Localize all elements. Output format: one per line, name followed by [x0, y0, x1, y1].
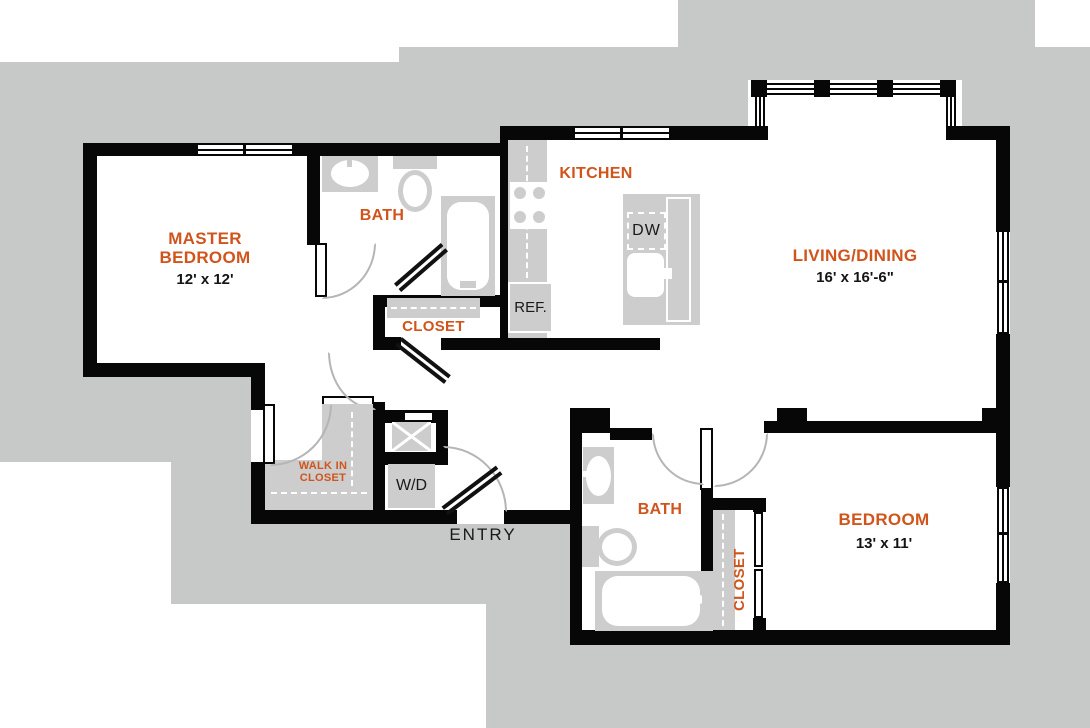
- sink-faucet: [347, 156, 352, 167]
- sliding-door: [754, 569, 763, 618]
- wall: [251, 510, 457, 524]
- sliding-door: [754, 512, 763, 567]
- building-mass: [678, 0, 1035, 47]
- bay-window-side: [755, 95, 765, 128]
- window-divider: [997, 532, 1009, 535]
- closet-rod: [351, 412, 353, 486]
- closet-shelf: [265, 460, 325, 510]
- toilet-fixture: [597, 528, 637, 566]
- utility-door: [404, 412, 433, 421]
- wall: [753, 498, 766, 512]
- room-label-kitchen: KITCHEN: [559, 165, 633, 182]
- wall: [713, 498, 763, 510]
- stove-burner: [514, 211, 526, 223]
- room-dims-living-dining: 16' x 16'-6": [816, 269, 894, 286]
- wall: [996, 433, 1010, 487]
- refrigerator: REF.: [508, 282, 553, 333]
- room-label-bath2: BATH: [637, 501, 683, 518]
- closet-rod: [391, 307, 476, 309]
- wall: [385, 452, 448, 465]
- island-sink: [627, 253, 664, 297]
- room-label-bedroom2: BEDROOM: [838, 510, 930, 529]
- wall: [570, 408, 582, 645]
- room-label-line: CLOSET: [299, 472, 347, 485]
- wall: [764, 421, 996, 433]
- wall: [777, 408, 807, 433]
- room-label-line: MASTER: [168, 229, 242, 248]
- toilet-tank: [582, 526, 599, 567]
- room-label-master-bath: BATH: [359, 207, 405, 224]
- wall: [307, 143, 320, 245]
- window-divider: [620, 127, 623, 139]
- wall: [445, 338, 660, 350]
- bathtub-basin: [602, 576, 700, 626]
- building-mass: [399, 47, 1090, 62]
- wall: [996, 334, 1010, 410]
- wall: [83, 143, 508, 156]
- window-divider: [997, 280, 1009, 283]
- stove-burner: [533, 211, 545, 223]
- wall: [441, 338, 471, 350]
- toilet-fixture: [398, 170, 432, 212]
- wall: [83, 363, 265, 377]
- bay-window-side: [946, 95, 956, 128]
- wall: [610, 428, 652, 440]
- sink-faucet: [583, 471, 592, 477]
- room-label-living-dining: LIVING/DINING: [792, 246, 918, 265]
- island-counter-edge: [666, 197, 691, 322]
- bay-window-post: [940, 80, 956, 97]
- wall: [570, 630, 1010, 645]
- stove-burner: [533, 187, 545, 199]
- wall: [251, 462, 265, 524]
- wall: [946, 126, 1010, 140]
- wall: [500, 126, 510, 350]
- dishwasher: DW: [627, 212, 666, 250]
- dishwasher-label: DW: [632, 222, 661, 239]
- wall: [436, 410, 448, 455]
- floor-area: [500, 126, 1010, 433]
- bay-window-post: [877, 80, 893, 97]
- washer-dryer: W/D: [388, 464, 435, 508]
- window-divider: [243, 144, 246, 155]
- bathtub-faucet: [460, 281, 476, 288]
- washer-dryer-label: W/D: [395, 477, 428, 494]
- bay-window: [755, 83, 956, 95]
- stove-burner: [514, 187, 526, 199]
- bay-window-post: [751, 80, 767, 97]
- island-sink-faucet: [658, 268, 672, 279]
- wall: [251, 363, 265, 410]
- room-label-walk-in-closet: WALK IN CLOSET: [283, 460, 363, 484]
- closet-rod: [271, 492, 367, 494]
- floor-area: [83, 143, 510, 377]
- closet-rod: [722, 514, 724, 626]
- toilet-tank: [393, 156, 437, 169]
- room-dims-bedroom2: 13' x 11': [855, 535, 913, 552]
- bathtub-faucet: [686, 595, 702, 604]
- wall: [373, 402, 385, 510]
- wall: [504, 510, 582, 524]
- window-bedroom: [997, 487, 1009, 583]
- wall: [996, 583, 1010, 645]
- utility-x-icon: [392, 422, 431, 451]
- room-label-master-bedroom: MASTER BEDROOM: [120, 229, 290, 267]
- closet-shelf: [713, 510, 735, 630]
- wall: [738, 126, 768, 140]
- wall: [996, 126, 1010, 232]
- wall: [83, 143, 97, 377]
- room-label-bedroom2-closet: CLOSET: [731, 548, 748, 612]
- room-dims-master-bedroom: 12' x 12': [176, 271, 234, 288]
- wall: [373, 337, 401, 350]
- room-label-entry: ENTRY: [449, 525, 517, 544]
- room-label-line: BEDROOM: [159, 247, 251, 267]
- room-label-hall-closet: CLOSET: [402, 318, 465, 335]
- wall: [373, 295, 385, 350]
- bay-window-post: [814, 80, 830, 97]
- bathtub-basin: [447, 202, 489, 290]
- wall: [753, 618, 766, 632]
- refrigerator-label: REF.: [514, 299, 547, 316]
- room-label-line: WALK IN: [298, 460, 348, 472]
